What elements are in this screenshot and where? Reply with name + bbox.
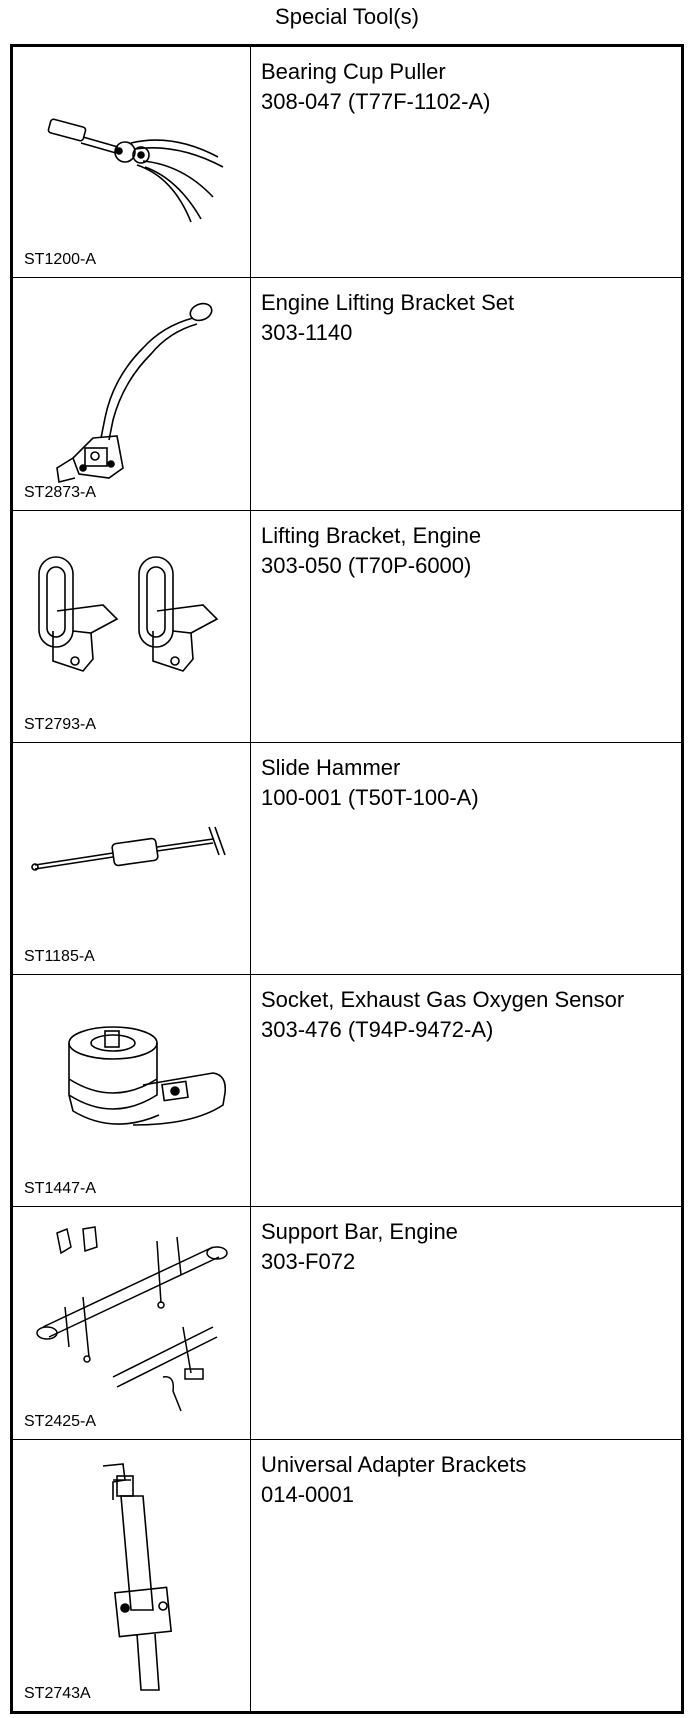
tool-image-cell: ST2873-A	[13, 278, 251, 510]
tool-image-cell: ST1447-A	[13, 975, 251, 1206]
tool-description: Engine Lifting Bracket Set 303-1140	[261, 288, 514, 348]
table-row: ST1185-A Slide Hammer 100-001 (T50T-100-…	[13, 743, 681, 975]
table-row: ST2873-A Engine Lifting Bracket Set 303-…	[13, 278, 681, 511]
tool-name: Engine Lifting Bracket Set	[261, 290, 515, 315]
tool-name: Lifting Bracket, Engine	[261, 523, 482, 548]
oxygen-sensor-socket-illustration	[68, 1026, 227, 1126]
table-row: ST1200-A Bearing Cup Puller 308-047 (T77…	[13, 47, 681, 278]
tool-code: ST2425-A	[24, 1413, 97, 1430]
table-row: ST2425-A Support Bar, Engine 303-F072	[13, 1207, 681, 1440]
table-row: ST1447-A Socket, Exhaust Gas Oxygen Sens…	[13, 975, 681, 1207]
tool-description: Universal Adapter Brackets 014-0001	[261, 1450, 526, 1510]
tool-code: ST2873-A	[24, 484, 97, 501]
tool-image-cell: ST2425-A	[13, 1207, 251, 1439]
special-tools-table: ST1200-A Bearing Cup Puller 308-047 (T77…	[10, 44, 684, 1714]
tool-name: Bearing Cup Puller	[261, 59, 446, 84]
tool-number: 100-001 (T50T-100-A)	[261, 785, 479, 810]
tool-image-cell: ST1185-A	[13, 743, 251, 974]
engine-lifting-bracket-set-illustration	[56, 302, 213, 483]
tool-number: 303-050 (T70P-6000)	[261, 553, 472, 578]
tool-image-cell: ST2793-A	[13, 511, 251, 742]
slide-hammer-illustration	[31, 826, 226, 871]
page-title: Special Tool(s)	[275, 4, 419, 29]
tool-number: 303-1140	[261, 320, 353, 345]
tool-description: Support Bar, Engine 303-F072	[261, 1217, 458, 1277]
engine-support-bar-illustration	[36, 1226, 228, 1412]
tool-code: ST1447-A	[24, 1180, 97, 1197]
tool-description: Lifting Bracket, Engine 303-050 (T70P-60…	[261, 521, 481, 581]
tool-description: Socket, Exhaust Gas Oxygen Sensor 303-47…	[261, 985, 624, 1045]
tool-number: 303-476 (T94P-9472-A)	[261, 1017, 494, 1042]
tool-number: 303-F072	[261, 1249, 356, 1274]
table-row: ST2793-A Lifting Bracket, Engine 303-050…	[13, 511, 681, 743]
tool-image-cell: ST2743A	[13, 1440, 251, 1711]
tool-name: Support Bar, Engine	[261, 1219, 458, 1244]
tool-description: Bearing Cup Puller 308-047 (T77F-1102-A)	[261, 57, 491, 117]
tool-image-cell: ST1200-A	[13, 47, 251, 277]
tool-code: ST2793-A	[24, 716, 97, 733]
tool-number: 014-0001	[261, 1482, 354, 1507]
table-row: ST2743A Universal Adapter Brackets 014-0…	[13, 1440, 681, 1711]
tool-name: Universal Adapter Brackets	[261, 1452, 527, 1477]
tool-code: ST1185-A	[24, 948, 95, 965]
tool-code: ST2743A	[24, 1685, 91, 1702]
tool-code: ST1200-A	[24, 251, 97, 268]
universal-adapter-brackets-illustration	[102, 1463, 173, 1691]
lifting-bracket-illustration	[38, 556, 219, 672]
tool-name: Slide Hammer	[261, 755, 401, 780]
bearing-cup-puller-illustration	[47, 118, 224, 223]
tool-description: Slide Hammer 100-001 (T50T-100-A)	[261, 753, 479, 813]
tool-number: 308-047 (T77F-1102-A)	[261, 89, 491, 114]
tool-name: Socket, Exhaust Gas Oxygen Sensor	[261, 987, 625, 1012]
